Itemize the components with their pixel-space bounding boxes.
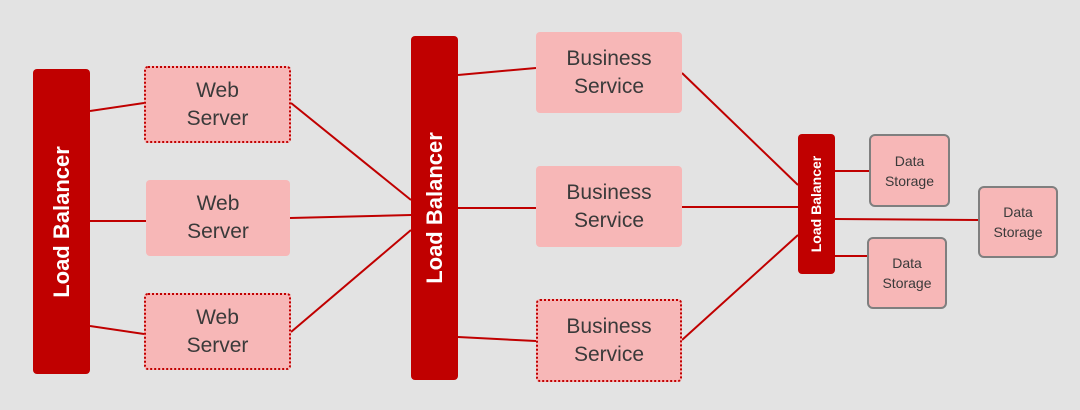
business-service-2: Business Service	[536, 166, 682, 247]
link-ws3-lb2	[290, 229, 412, 333]
business-service-3: Business Service	[536, 299, 682, 382]
business-service-1: Business Service	[536, 32, 682, 113]
load-balancer-middle: Load Balancer	[411, 36, 458, 380]
web-server-1: Web Server	[144, 66, 291, 143]
web-server-2: Web Server	[146, 180, 290, 256]
data-storage-2: Data Storage	[978, 186, 1058, 258]
data-storage-1: Data Storage	[869, 134, 950, 207]
load-balancer-label: Load Balancer	[808, 155, 825, 253]
load-balancer-right: Load Balancer	[798, 134, 835, 274]
link-bs1-lb3	[681, 72, 799, 186]
load-balancer-label: Load Balancer	[48, 145, 74, 298]
link-lb3-ds2	[834, 218, 979, 221]
link-ws2-lb2	[289, 214, 412, 219]
load-balancer-left: Load Balancer	[33, 69, 90, 374]
link-lb2-bs1	[457, 67, 537, 76]
link-ws1-lb2	[290, 102, 412, 201]
link-bs3-lb3	[681, 234, 799, 341]
link-lb1-ws3	[89, 325, 145, 335]
load-balancer-label: Load Balancer	[421, 132, 447, 284]
web-server-3: Web Server	[144, 293, 291, 370]
link-lb1-ws1	[89, 102, 145, 112]
link-lb2-bs3	[457, 336, 537, 342]
data-storage-3: Data Storage	[867, 237, 947, 309]
